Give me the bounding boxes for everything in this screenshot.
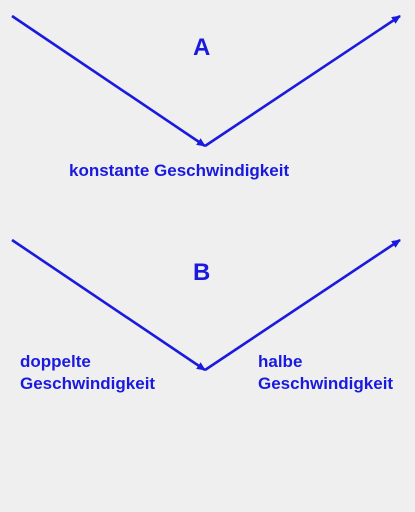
panel-a-label: A bbox=[193, 34, 211, 61]
panel-b-label: B bbox=[193, 259, 211, 286]
panel-a-outgoing-arrow bbox=[204, 14, 401, 148]
panel-b-left-caption-line2: Geschwindigkeit bbox=[20, 374, 156, 393]
panel-b-left-caption: doppelte Geschwindigkeit bbox=[20, 351, 155, 395]
panel-b-left-caption-line1: doppelte bbox=[20, 352, 91, 371]
panel-a-incoming-arrow bbox=[11, 14, 206, 148]
panel-b-right-caption-line1: halbe bbox=[258, 352, 303, 371]
panel-b-outgoing-arrow bbox=[204, 238, 401, 372]
panel-a-caption: konstante Geschwindigkeit bbox=[69, 161, 290, 180]
panel-b-right-caption: halbe Geschwindigkeit bbox=[258, 351, 393, 395]
panel-b-incoming-arrow bbox=[11, 238, 206, 372]
panel-b-right-caption-line2: Geschwindigkeit bbox=[258, 374, 394, 393]
